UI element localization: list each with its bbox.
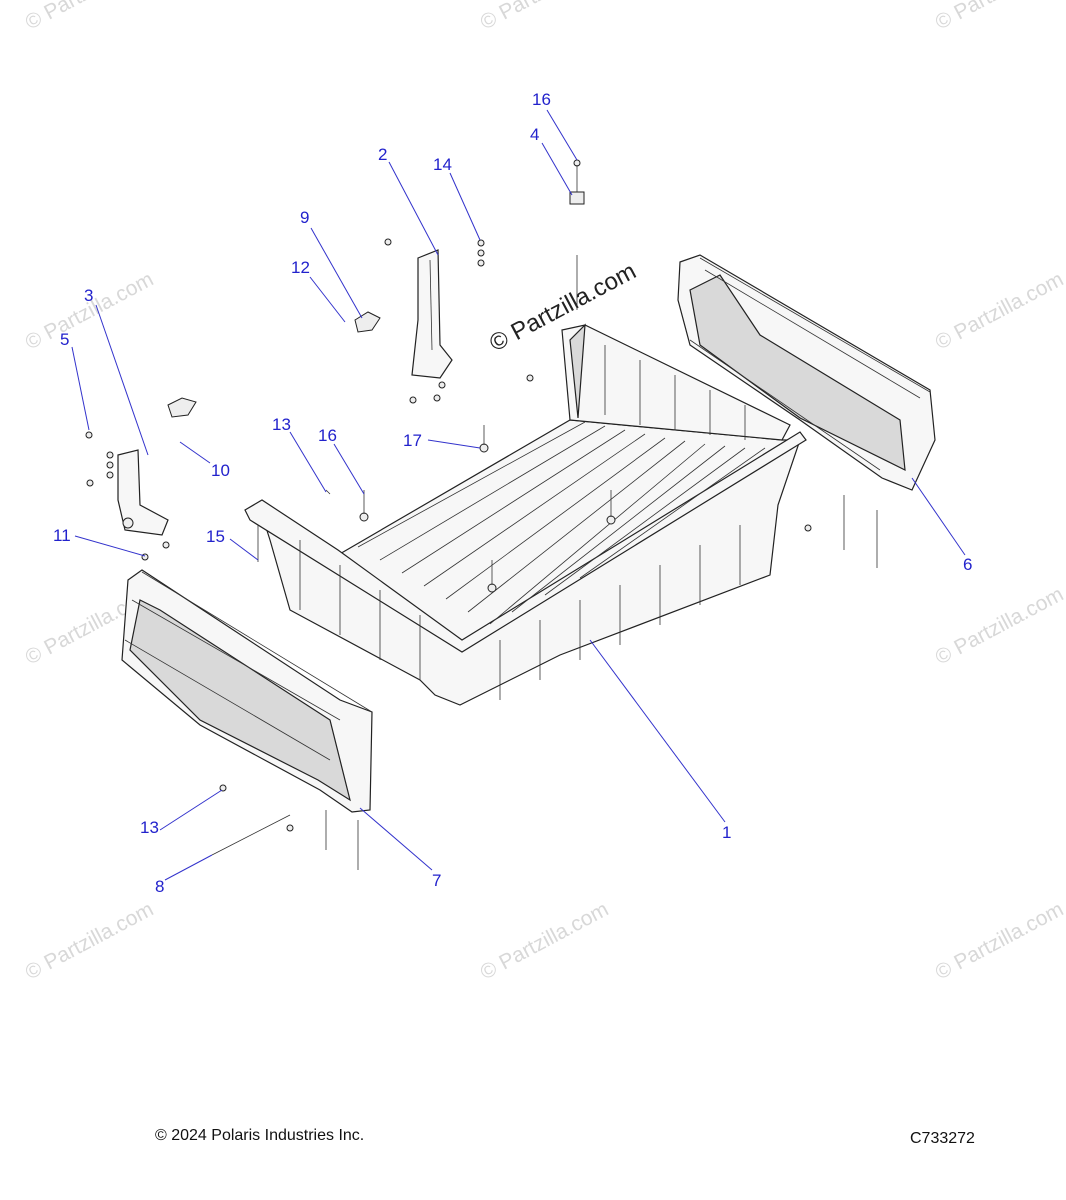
bracket-2 xyxy=(411,249,453,379)
callout-15: 15 xyxy=(206,527,225,546)
callout-17: 17 xyxy=(403,431,422,450)
diagram-code: C733272 xyxy=(910,1130,975,1147)
wall-ribs xyxy=(299,345,746,700)
callout-14: 14 xyxy=(433,155,452,174)
hardware xyxy=(85,159,878,870)
callout-6: 6 xyxy=(963,555,972,574)
cargo-box-rim xyxy=(244,431,807,653)
callout-1: 1 xyxy=(722,823,731,842)
watermark: © Partzilla.com xyxy=(477,0,613,34)
callout-2: 2 xyxy=(378,145,387,164)
callout-8: 8 xyxy=(155,877,164,896)
cargo-box xyxy=(244,323,807,706)
floor-ribs xyxy=(357,421,766,625)
watermark: © Partzilla.com xyxy=(932,583,1066,670)
callout-11: 11 xyxy=(53,526,71,545)
side-panel-left xyxy=(121,569,373,813)
watermark: © Partzilla.com xyxy=(477,898,613,985)
cargo-box-inner-wall xyxy=(569,323,586,419)
clip-9 xyxy=(354,311,381,333)
callout-3: 3 xyxy=(84,286,93,305)
callout-labels: 16 4 2 14 9 12 3 5 10 13 16 17 11 15 6 1… xyxy=(53,90,972,896)
callout-7: 7 xyxy=(432,871,441,890)
clip-4 xyxy=(569,191,585,205)
callout-4: 4 xyxy=(530,125,539,144)
callout-13-lower: 13 xyxy=(140,818,159,837)
callout-16-top: 16 xyxy=(532,90,551,109)
callout-5: 5 xyxy=(60,330,69,349)
watermark: © Partzilla.com xyxy=(22,898,158,985)
callout-16-middle: 16 xyxy=(318,426,337,445)
bracket-3 xyxy=(117,449,169,536)
callout-10: 10 xyxy=(211,461,230,480)
callout-12: 12 xyxy=(291,258,310,277)
cargo-box-front-wall xyxy=(561,324,791,441)
watermark: © Partzilla.com xyxy=(932,268,1066,355)
watermark: © Partzilla.com xyxy=(932,0,1066,34)
clip-10 xyxy=(167,397,197,418)
side-panel-right xyxy=(677,254,936,491)
watermark: © Partzilla.com xyxy=(22,268,158,355)
callout-leaders xyxy=(71,109,966,881)
copyright-text: © 2024 Polaris Industries Inc. xyxy=(155,1127,365,1144)
watermark: © Partzilla.com xyxy=(22,0,158,34)
callout-9: 9 xyxy=(300,208,309,227)
watermark: © Partzilla.com xyxy=(932,898,1066,985)
callout-13-upper: 13 xyxy=(272,415,291,434)
